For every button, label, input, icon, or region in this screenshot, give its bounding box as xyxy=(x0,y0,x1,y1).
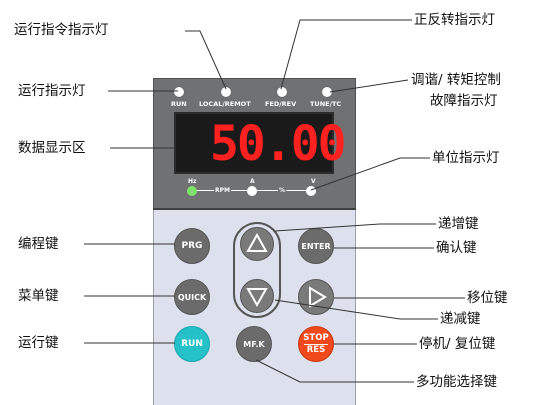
quick-key[interactable]: QUICK xyxy=(174,279,210,315)
callout-decrement-key: 递减键 xyxy=(440,311,481,327)
callout-unit-led: 单位指示灯 xyxy=(432,150,500,166)
unit-v-led xyxy=(306,186,316,196)
unit-percent-label: % xyxy=(278,187,287,194)
display-value: 50.00 xyxy=(210,116,347,172)
res-label: RES xyxy=(306,344,326,355)
callout-tune-torque-led-line2: 故障指示灯 xyxy=(430,93,498,109)
run-led-label: RUN xyxy=(171,100,187,108)
local-remote-led-label: LOCAL/REMOT xyxy=(199,100,251,108)
decrement-key[interactable] xyxy=(240,279,274,313)
enter-key[interactable]: ENTER xyxy=(298,228,334,264)
fed-rev-led-label: FED/REV xyxy=(265,100,297,108)
unit-rpm-label: RPM xyxy=(214,187,231,194)
callout-run-key: 运行键 xyxy=(18,335,59,351)
unit-a-led xyxy=(247,186,257,196)
panel-divider xyxy=(153,208,356,211)
callout-fwd-rev-led: 正反转指示灯 xyxy=(414,12,495,28)
callout-confirm-key: 确认键 xyxy=(436,240,477,256)
prg-key[interactable]: PRG xyxy=(174,228,210,264)
callout-tune-torque-led-line1: 调谐/ 转矩控制 xyxy=(411,72,501,88)
unit-hz-label: Hz xyxy=(188,178,197,185)
run-led xyxy=(174,87,184,97)
tune-tc-led-label: TUNE/TC xyxy=(310,100,342,108)
stop-label: STOP xyxy=(303,332,329,343)
tune-tc-led xyxy=(322,87,332,97)
up-down-key-frame xyxy=(233,222,281,318)
increment-key[interactable] xyxy=(240,227,274,261)
callout-display-area: 数据显示区 xyxy=(18,140,86,156)
callout-increment-key: 递增键 xyxy=(438,216,479,232)
led-display xyxy=(174,112,334,174)
unit-v-label: V xyxy=(311,178,316,185)
callout-menu-key: 菜单键 xyxy=(18,288,59,304)
mfk-key[interactable]: MF.K xyxy=(236,326,272,362)
local-remote-led xyxy=(221,87,231,97)
triangle-right-icon xyxy=(309,286,327,308)
callout-run-led: 运行指示灯 xyxy=(18,83,86,99)
stop-res-divider xyxy=(304,343,328,345)
stop-reset-key[interactable]: STOP RES xyxy=(298,326,334,362)
callout-shift-key: 移位键 xyxy=(467,290,508,306)
callout-program-key: 编程键 xyxy=(18,236,59,252)
run-key[interactable]: RUN xyxy=(174,326,210,362)
fed-rev-led xyxy=(277,87,287,97)
triangle-up-icon xyxy=(246,232,268,252)
shift-key[interactable] xyxy=(298,279,334,315)
callout-stop-reset-key: 停机/ 复位键 xyxy=(419,336,496,352)
unit-a-label: A xyxy=(250,178,255,185)
callout-multifunction-key: 多功能选择键 xyxy=(416,374,497,390)
triangle-down-icon xyxy=(246,288,268,308)
callout-run-command-led: 运行指令指示灯 xyxy=(14,22,109,38)
unit-hz-led xyxy=(187,186,197,196)
